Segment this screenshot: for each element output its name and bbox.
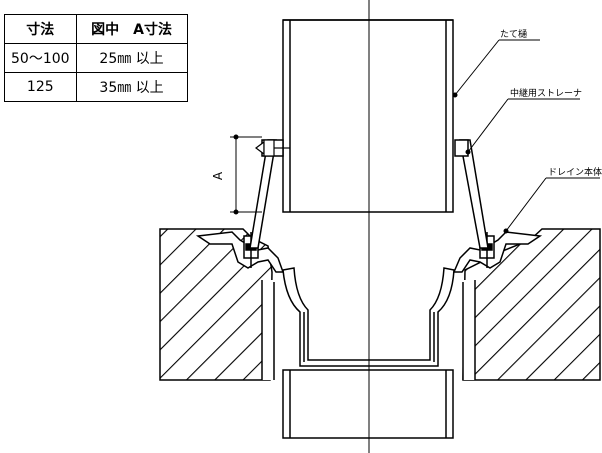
cell-a-dimension: 35㎜ 以上 [75, 72, 188, 102]
label-pipe: たて樋 [500, 28, 527, 40]
header-size: 寸法 [4, 14, 77, 44]
opening-walls [261, 280, 476, 380]
dimension-a [230, 134, 262, 215]
leader-pipe [452, 39, 540, 98]
leader-drain [503, 177, 600, 234]
drain-body-outlet [282, 267, 455, 367]
label-strainer: 中継用ストレーナ [510, 87, 582, 99]
label-drain: ドレイン本体 [548, 166, 602, 178]
table-row: 50〜100 25㎜ 以上 [4, 43, 188, 73]
slab-right [462, 228, 601, 381]
dimension-a-label: A [211, 171, 225, 180]
dimension-table: 寸法 図中 A寸法 50〜100 25㎜ 以上 125 35㎜ 以上 [4, 14, 188, 102]
leader-strainer [465, 98, 580, 155]
downpipe-upper [282, 19, 454, 213]
table-header-row: 寸法 図中 A寸法 [4, 14, 188, 44]
table-row: 125 35㎜ 以上 [4, 72, 188, 102]
slab-left [159, 228, 274, 381]
header-a-dimension: 図中 A寸法 [75, 14, 188, 44]
cell-a-dimension: 25㎜ 以上 [75, 43, 188, 73]
downpipe-lower [282, 369, 454, 439]
bolt-left-top [255, 139, 290, 157]
